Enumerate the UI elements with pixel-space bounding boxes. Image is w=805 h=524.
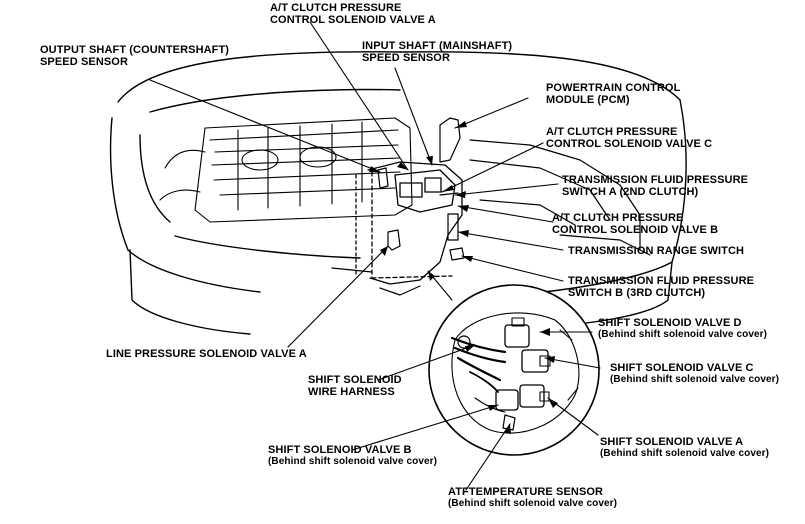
label-range-switch: TRANSMISSION RANGE SWITCH xyxy=(568,245,744,257)
label-range-switch-line1: TRANSMISSION RANGE SWITCH xyxy=(568,245,745,257)
label-tfp-switch-b-line1: TRANSMISSION FLUID PRESSURE xyxy=(568,275,755,287)
label-atf-temp-sensor-line2: (Behind shift solenoid valve cover) xyxy=(448,498,618,509)
label-pcm-line2: MODULE (PCM) xyxy=(546,94,630,106)
label-tfp-switch-a-line2: SWITCH A (2ND CLUTCH) xyxy=(562,186,699,198)
label-wire-harness: SHIFT SOLENOID WIRE HARNESS xyxy=(308,374,402,398)
label-shift-valve-a-line2: (Behind shift solenoid valve cover) xyxy=(600,448,770,459)
label-line-pressure-valve-line1: LINE PRESSURE SOLENOID VALVE A xyxy=(106,348,307,360)
label-output-shaft-sensor-line1: OUTPUT SHAFT (COUNTERSHAFT) xyxy=(40,44,230,56)
label-input-shaft-sensor-line2: SPEED SENSOR xyxy=(362,52,451,64)
label-at-clutch-valve-c-line1: A/T CLUTCH PRESSURE xyxy=(546,126,678,138)
label-output-shaft-sensor: OUTPUT SHAFT (COUNTERSHAFT) SPEED SENSOR xyxy=(40,44,229,68)
zoom-inset xyxy=(428,284,600,456)
label-at-clutch-valve-c-line2: CONTROL SOLENOID VALVE C xyxy=(546,138,713,150)
label-atf-temp-sensor: ATFTEMPERATURE SENSOR (Behind shift sole… xyxy=(448,486,617,510)
label-at-clutch-valve-b-line2: CONTROL SOLENOID VALVE B xyxy=(552,224,719,236)
left-components xyxy=(331,167,421,296)
label-tfp-switch-b-line2: SWITCH B (3RD CLUTCH) xyxy=(568,287,706,299)
label-shift-valve-b-line2: (Behind shift solenoid valve cover) xyxy=(268,456,438,467)
label-wire-harness-line1: SHIFT SOLENOID xyxy=(308,374,402,386)
label-at-clutch-valve-a: A/T CLUTCH PRESSURE CONTROL SOLENOID VAL… xyxy=(270,2,436,26)
label-shift-valve-d-line2: (Behind shift solenoid valve cover) xyxy=(598,329,768,340)
label-output-shaft-sensor-line2: SPEED SENSOR xyxy=(40,56,129,68)
label-tfp-switch-a: TRANSMISSION FLUID PRESSURE SWITCH A (2N… xyxy=(562,174,748,198)
label-at-clutch-valve-b: A/T CLUTCH PRESSURE CONTROL SOLENOID VAL… xyxy=(552,212,718,236)
right-side-components xyxy=(439,117,651,261)
label-tfp-switch-a-line1: TRANSMISSION FLUID PRESSURE xyxy=(562,174,749,186)
label-at-clutch-valve-a-line1: A/T CLUTCH PRESSURE xyxy=(270,2,402,14)
label-shift-valve-c: SHIFT SOLENOID VALVE C (Behind shift sol… xyxy=(610,362,779,386)
label-shift-valve-a: SHIFT SOLENOID VALVE A (Behind shift sol… xyxy=(600,436,769,460)
label-pcm: POWERTRAIN CONTROL MODULE (PCM) xyxy=(546,82,680,106)
label-at-clutch-valve-a-line2: CONTROL SOLENOID VALVE A xyxy=(270,14,436,26)
label-shift-valve-c-line1: SHIFT SOLENOID VALVE C xyxy=(610,362,754,374)
label-line-pressure-valve: LINE PRESSURE SOLENOID VALVE A xyxy=(106,348,307,360)
transmission-housing xyxy=(355,161,463,285)
label-shift-valve-b: SHIFT SOLENOID VALVE B (Behind shift sol… xyxy=(268,444,437,468)
label-shift-valve-d: SHIFT SOLENOID VALVE D (Behind shift sol… xyxy=(598,317,767,341)
label-wire-harness-line2: WIRE HARNESS xyxy=(308,386,395,398)
arrowheads xyxy=(369,121,558,434)
label-input-shaft-sensor-line1: INPUT SHAFT (MAINSHAFT) xyxy=(362,40,513,52)
label-shift-valve-a-line1: SHIFT SOLENOID VALVE A xyxy=(600,436,744,448)
label-shift-valve-d-line1: SHIFT SOLENOID VALVE D xyxy=(598,317,742,329)
label-input-shaft-sensor: INPUT SHAFT (MAINSHAFT) SPEED SENSOR xyxy=(362,40,512,64)
label-at-clutch-valve-c: A/T CLUTCH PRESSURE CONTROL SOLENOID VAL… xyxy=(546,126,712,150)
engine-block xyxy=(159,117,413,223)
label-tfp-switch-b: TRANSMISSION FLUID PRESSURE SWITCH B (3R… xyxy=(568,275,754,299)
label-shift-valve-c-line2: (Behind shift solenoid valve cover) xyxy=(610,374,780,385)
label-at-clutch-valve-b-line1: A/T CLUTCH PRESSURE xyxy=(552,212,684,224)
label-pcm-line1: POWERTRAIN CONTROL xyxy=(546,82,681,94)
label-atf-temp-sensor-line1: ATFTEMPERATURE SENSOR xyxy=(448,486,604,498)
label-shift-valve-b-line1: SHIFT SOLENOID VALVE B xyxy=(268,444,412,456)
